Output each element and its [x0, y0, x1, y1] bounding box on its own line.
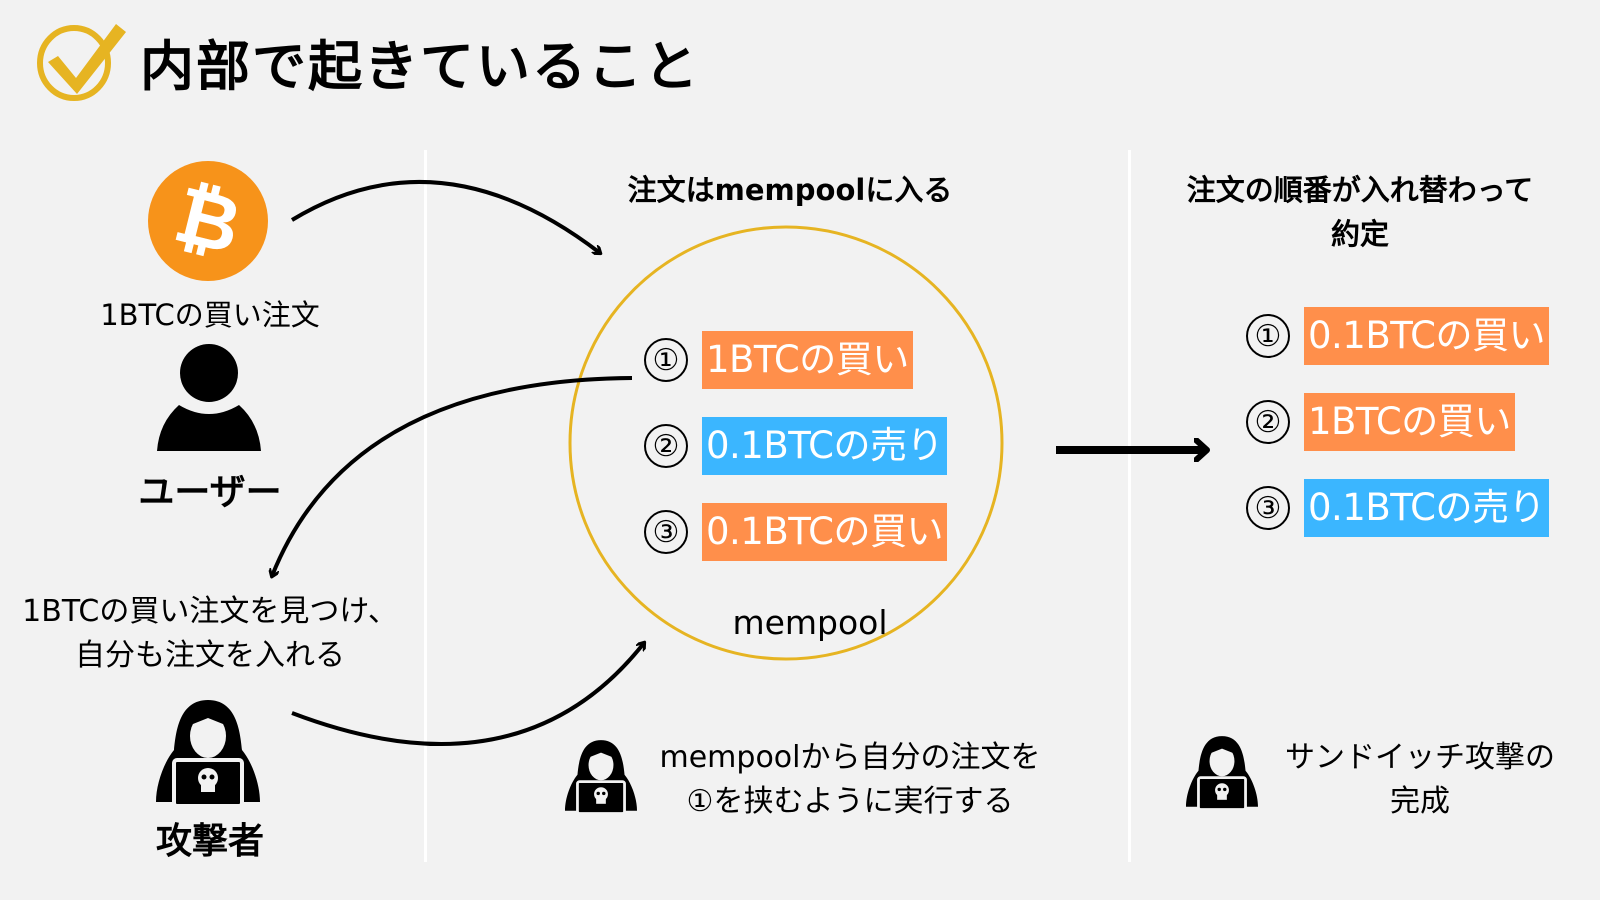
mempool-order-list: ① 1BTCの買い ② 0.1BTCの売り ③ 0.1BTCの買い	[644, 331, 947, 561]
hacker-icon	[156, 700, 260, 808]
mempool-note-line-1: mempoolから自分の注文を	[659, 740, 1041, 775]
order-number: ①	[1246, 314, 1290, 358]
order-number: ③	[644, 510, 688, 554]
page-title: 内部で起きていること	[140, 34, 700, 98]
mempool-label: mempool	[732, 603, 888, 642]
user-label: ユーザー	[138, 472, 282, 513]
header: 内部で起きていること	[0, 0, 1600, 110]
mempool-heading: 注文はmempoolに入る	[627, 173, 953, 207]
hacker-icon	[565, 740, 637, 815]
result-order-2: ② 1BTCの買い	[1246, 393, 1549, 451]
mempool-order-1: ① 1BTCの買い	[644, 331, 947, 389]
result-order-list: ① 0.1BTCの買い ② 1BTCの買い ③ 0.1BTCの売り	[1246, 307, 1549, 537]
user-icon	[157, 344, 261, 451]
result-order-1: ① 0.1BTCの買い	[1246, 307, 1549, 365]
attacker-note-line-2: 自分も注文を入れる	[75, 638, 345, 673]
user-order-label: 1BTCの買い注文	[100, 298, 320, 332]
result-note-line-2: 完成	[1390, 784, 1450, 819]
order-tag-buy: 0.1BTCの買い	[1304, 307, 1549, 365]
mempool-note: mempoolから自分の注文を ①を挟むように実行する	[640, 736, 1060, 824]
mempool-note-line-2: ①を挟むように実行する	[686, 784, 1014, 819]
attacker-label: 攻撃者	[155, 821, 264, 862]
check-circle-icon	[37, 24, 126, 101]
mempool-ring	[568, 225, 1004, 661]
column-divider-left	[424, 150, 427, 862]
result-note: サンドイッチ攻撃の 完成	[1270, 736, 1570, 824]
order-number: ②	[644, 424, 688, 468]
order-number: ①	[644, 338, 688, 382]
arrow-mempool-to-attacker	[272, 376, 633, 576]
order-tag-sell: 0.1BTCの売り	[1304, 479, 1549, 537]
result-note-line-1: サンドイッチ攻撃の	[1285, 740, 1555, 775]
attacker-note: 1BTCの買い注文を見つけ、 自分も注文を入れる	[0, 590, 420, 678]
order-tag-buy: 1BTCの買い	[1304, 393, 1515, 451]
order-tag-sell: 0.1BTCの売り	[702, 417, 947, 475]
bitcoin-icon: ₿	[148, 161, 268, 281]
mempool-order-2: ② 0.1BTCの売り	[644, 417, 947, 475]
arrow-attacker-to-mempool	[291, 643, 644, 746]
order-number: ②	[1246, 400, 1290, 444]
result-order-3: ③ 0.1BTCの売り	[1246, 479, 1549, 537]
hacker-icon	[1186, 736, 1258, 811]
mempool-order-3: ③ 0.1BTCの買い	[644, 503, 947, 561]
attacker-note-line-1: 1BTCの買い注文を見つけ、	[22, 594, 398, 629]
result-heading: 注文の順番が入れ替わって 約定	[1160, 168, 1560, 256]
column-divider-right	[1128, 150, 1131, 862]
result-heading-line-2: 約定	[1330, 217, 1389, 251]
result-heading-line-1: 注文の順番が入れ替わって	[1186, 173, 1534, 207]
bitcoin-glyph: ₿	[166, 169, 250, 273]
order-number: ③	[1246, 486, 1290, 530]
arrow-user-to-mempool	[290, 179, 600, 253]
order-tag-buy: 1BTCの買い	[702, 331, 913, 389]
order-tag-buy: 0.1BTCの買い	[702, 503, 947, 561]
